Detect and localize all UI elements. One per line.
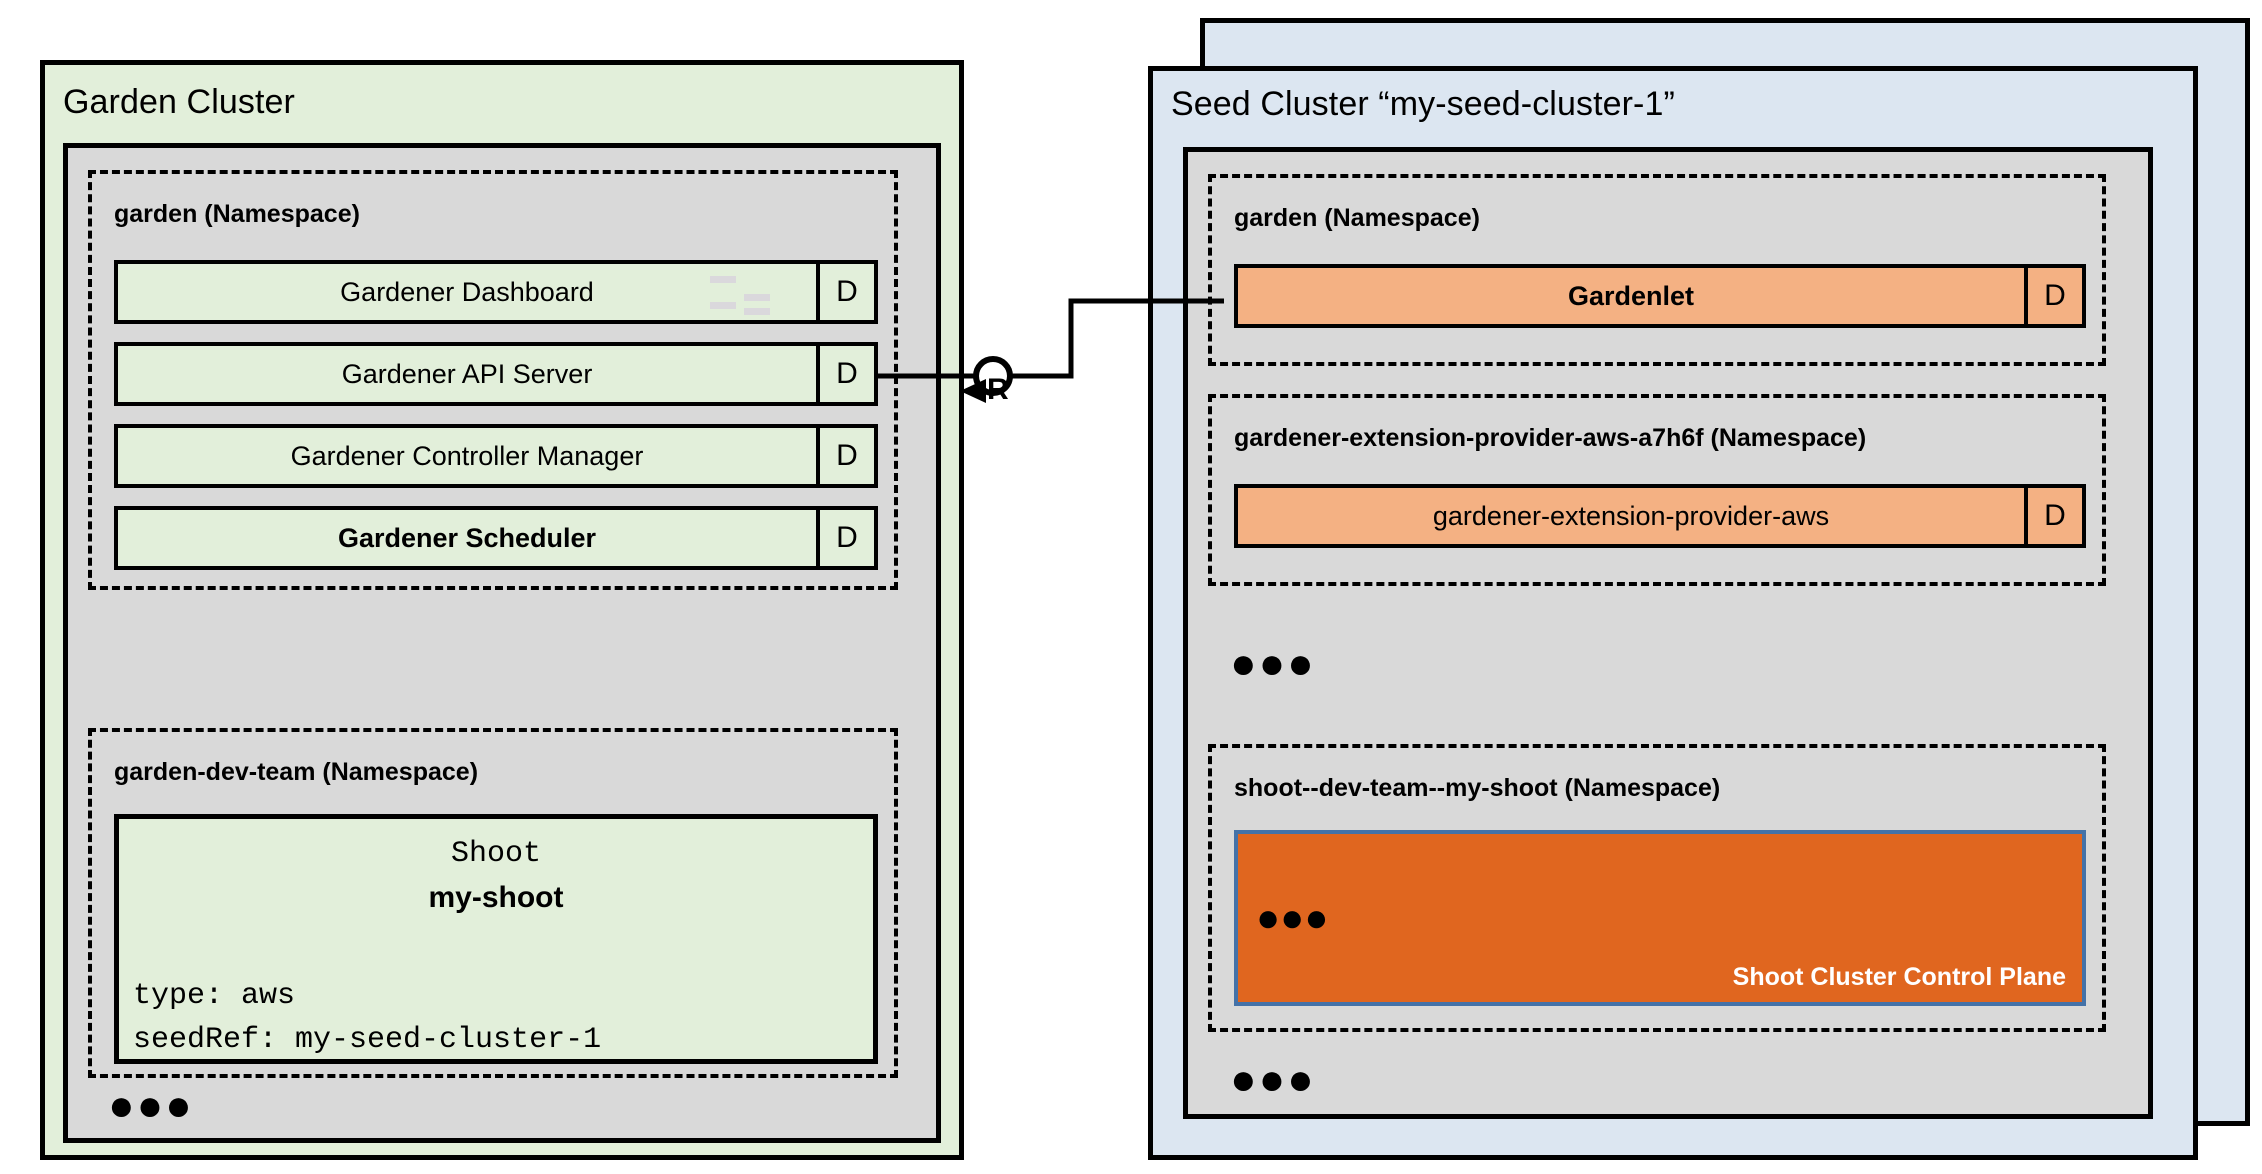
seed-namespace-extension-provider-aws: gardener-extension-provider-aws-a7h6f (N… xyxy=(1208,394,2106,586)
seed-cluster-title: Seed Cluster “my-seed-cluster-1” xyxy=(1171,85,1675,123)
resource-shoot-card[interactable]: Shoot my-shoot type: aws seedRef: my-see… xyxy=(114,814,878,1064)
seed-cluster-ellipsis-middle: ●●● xyxy=(1230,639,1316,688)
seed-namespace-shoot-dev-team-my-shoot: shoot--dev-team--my-shoot (Namespace) ●●… xyxy=(1208,744,2106,1032)
seed-namespace-garden-title: garden (Namespace) xyxy=(1234,204,1480,232)
component-gardenlet-badge: D xyxy=(2024,268,2082,324)
garden-cluster-ellipsis: ●●● xyxy=(108,1081,194,1130)
dashboard-artifact-mark-3 xyxy=(744,294,770,301)
namespace-garden-dev-team: garden-dev-team (Namespace) Shoot my-sho… xyxy=(88,728,898,1078)
component-gardener-controller-manager-label: Gardener Controller Manager xyxy=(290,440,644,471)
resource-shoot-spec-seedref: seedRef: my-seed-cluster-1 xyxy=(133,1022,602,1057)
dashboard-artifact-mark-2 xyxy=(710,302,736,309)
component-gardener-scheduler[interactable]: Gardener Scheduler D xyxy=(114,506,878,570)
seed-namespace-garden: garden (Namespace) Gardenlet D xyxy=(1208,174,2106,366)
seed-cluster-ellipsis-bottom: ●●● xyxy=(1230,1055,1316,1104)
component-gardener-api-server-label: Gardener API Server xyxy=(341,358,593,389)
dashboard-artifact-mark-4 xyxy=(744,308,770,315)
resource-shoot-name: my-shoot xyxy=(428,881,564,914)
component-gardener-scheduler-badge: D xyxy=(816,510,874,566)
garden-cluster-title: Garden Cluster xyxy=(63,83,295,121)
component-gardener-extension-provider-aws-label: gardener-extension-provider-aws xyxy=(1432,500,1830,531)
resource-shoot-kind: Shoot xyxy=(450,837,541,871)
seed-namespace-extension-provider-aws-title: gardener-extension-provider-aws-a7h6f (N… xyxy=(1234,424,1867,452)
component-gardener-scheduler-label: Gardener Scheduler xyxy=(337,522,597,553)
namespace-garden: garden (Namespace) Gardener Dashboard D … xyxy=(88,170,898,590)
shoot-cluster-control-plane[interactable]: ●●● Shoot Cluster Control Plane xyxy=(1234,830,2086,1006)
component-gardener-dashboard-badge: D xyxy=(816,264,874,320)
seed-namespace-shoot-dev-team-my-shoot-title: shoot--dev-team--my-shoot (Namespace) xyxy=(1234,774,1721,802)
component-gardenlet[interactable]: Gardenlet D xyxy=(1234,264,2086,328)
seed-cluster: Seed Cluster “my-seed-cluster-1” garden … xyxy=(1148,66,2198,1160)
component-gardener-api-server[interactable]: Gardener API Server D xyxy=(114,342,878,406)
namespace-garden-dev-team-title: garden-dev-team (Namespace) xyxy=(114,758,479,786)
component-gardener-controller-manager-badge: D xyxy=(816,428,874,484)
component-gardener-extension-provider-aws-badge: D xyxy=(2024,488,2082,544)
component-gardener-controller-manager[interactable]: Gardener Controller Manager D xyxy=(114,424,878,488)
shoot-cluster-control-plane-ellipsis: ●●● xyxy=(1256,896,1329,940)
shoot-cluster-control-plane-label: Shoot Cluster Control Plane xyxy=(1732,963,2066,991)
resource-shoot-spec-type: type: aws xyxy=(133,979,296,1013)
component-gardener-dashboard-label: Gardener Dashboard xyxy=(340,276,594,307)
garden-cluster-body: garden (Namespace) Gardener Dashboard D … xyxy=(63,143,941,1143)
component-gardenlet-label: Gardenlet xyxy=(1567,280,1695,311)
component-gardener-api-server-badge: D xyxy=(816,346,874,402)
component-gardener-extension-provider-aws[interactable]: gardener-extension-provider-aws D xyxy=(1234,484,2086,548)
namespace-garden-title: garden (Namespace) xyxy=(114,200,360,228)
component-gardener-dashboard[interactable]: Gardener Dashboard D xyxy=(114,260,878,324)
garden-cluster: Garden Cluster garden (Namespace) Garden… xyxy=(40,60,964,1160)
dashboard-artifact-mark-1 xyxy=(710,276,736,283)
seed-cluster-body: garden (Namespace) Gardenlet D gardener-… xyxy=(1183,147,2153,1119)
connector-label-r: R xyxy=(987,373,1009,406)
